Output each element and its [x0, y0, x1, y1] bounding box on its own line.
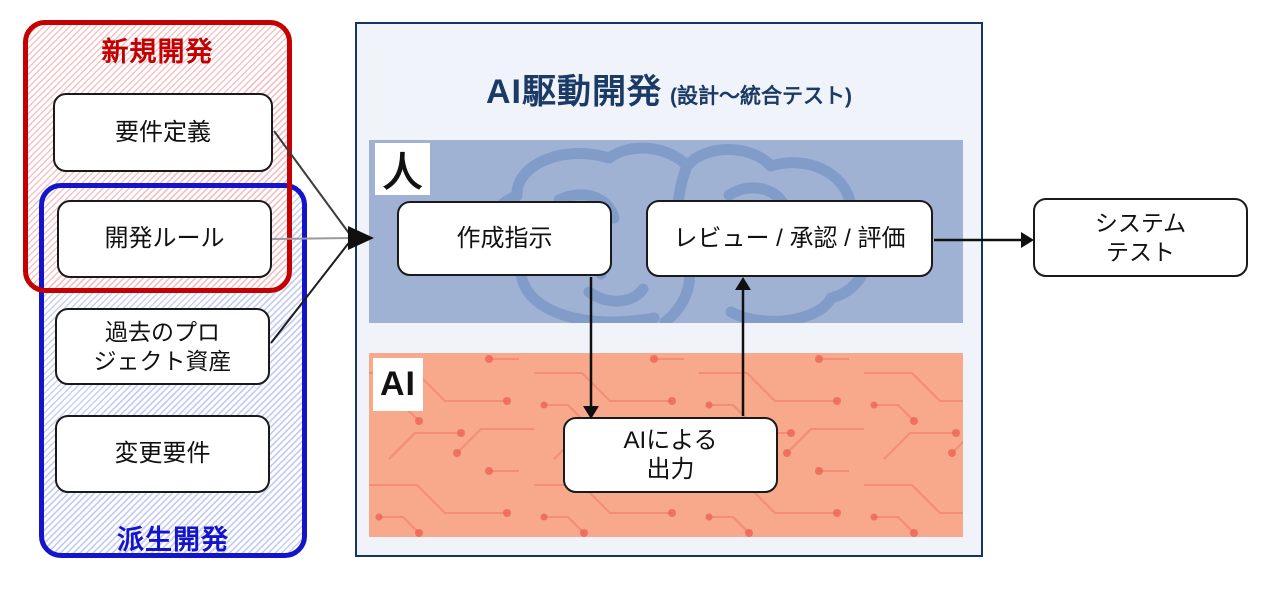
box-past-project-assets: 過去のプロ ジェクト資産	[55, 308, 270, 385]
box-change-requirements-label: 変更要件	[114, 440, 211, 468]
box-system-test-line1: システム	[1094, 210, 1187, 237]
box-create-instruction: 作成指示	[397, 201, 612, 276]
box-past-project-assets-line2: ジェクト資産	[93, 347, 232, 374]
box-ai-output-line2: 出力	[646, 456, 695, 483]
box-system-test: システム テスト	[1033, 198, 1248, 277]
box-system-test-line2: テスト	[1106, 238, 1175, 265]
panel-title-row: AI駆動開発 (設計〜統合テスト)	[355, 64, 983, 113]
box-development-rules: 開発ルール	[57, 200, 272, 278]
derived-development-group-frame	[39, 183, 307, 558]
box-requirements-definition-label: 要件定義	[115, 118, 211, 146]
panel-subtitle: (設計〜統合テスト)	[670, 85, 852, 108]
box-ai-output-line1: AIによる	[623, 426, 718, 454]
box-change-requirements: 変更要件	[55, 415, 270, 493]
ai-lane-label: AI	[373, 358, 423, 411]
lane-ai: AI	[369, 353, 963, 537]
human-lane-label-text: 人	[382, 151, 423, 195]
box-ai-output: AIによる 出力	[563, 417, 778, 493]
box-create-instruction-label: 作成指示	[456, 224, 553, 252]
ai-lane-label-text: AI	[380, 365, 416, 403]
new-development-title: 新規開発	[101, 37, 214, 67]
box-requirements-definition: 要件定義	[53, 93, 273, 172]
box-review-approve-evaluate-label: レビュー / 承認 / 評価	[673, 224, 906, 252]
panel-title: AI駆動開発	[486, 73, 662, 111]
box-development-rules-label: 開発ルール	[104, 225, 225, 253]
box-past-project-assets-line1: 過去のプロ	[105, 319, 220, 346]
human-lane-label: 人	[375, 143, 430, 195]
derived-development-title: 派生開発	[117, 525, 229, 555]
box-review-approve-evaluate: レビュー / 承認 / 評価	[646, 200, 933, 277]
